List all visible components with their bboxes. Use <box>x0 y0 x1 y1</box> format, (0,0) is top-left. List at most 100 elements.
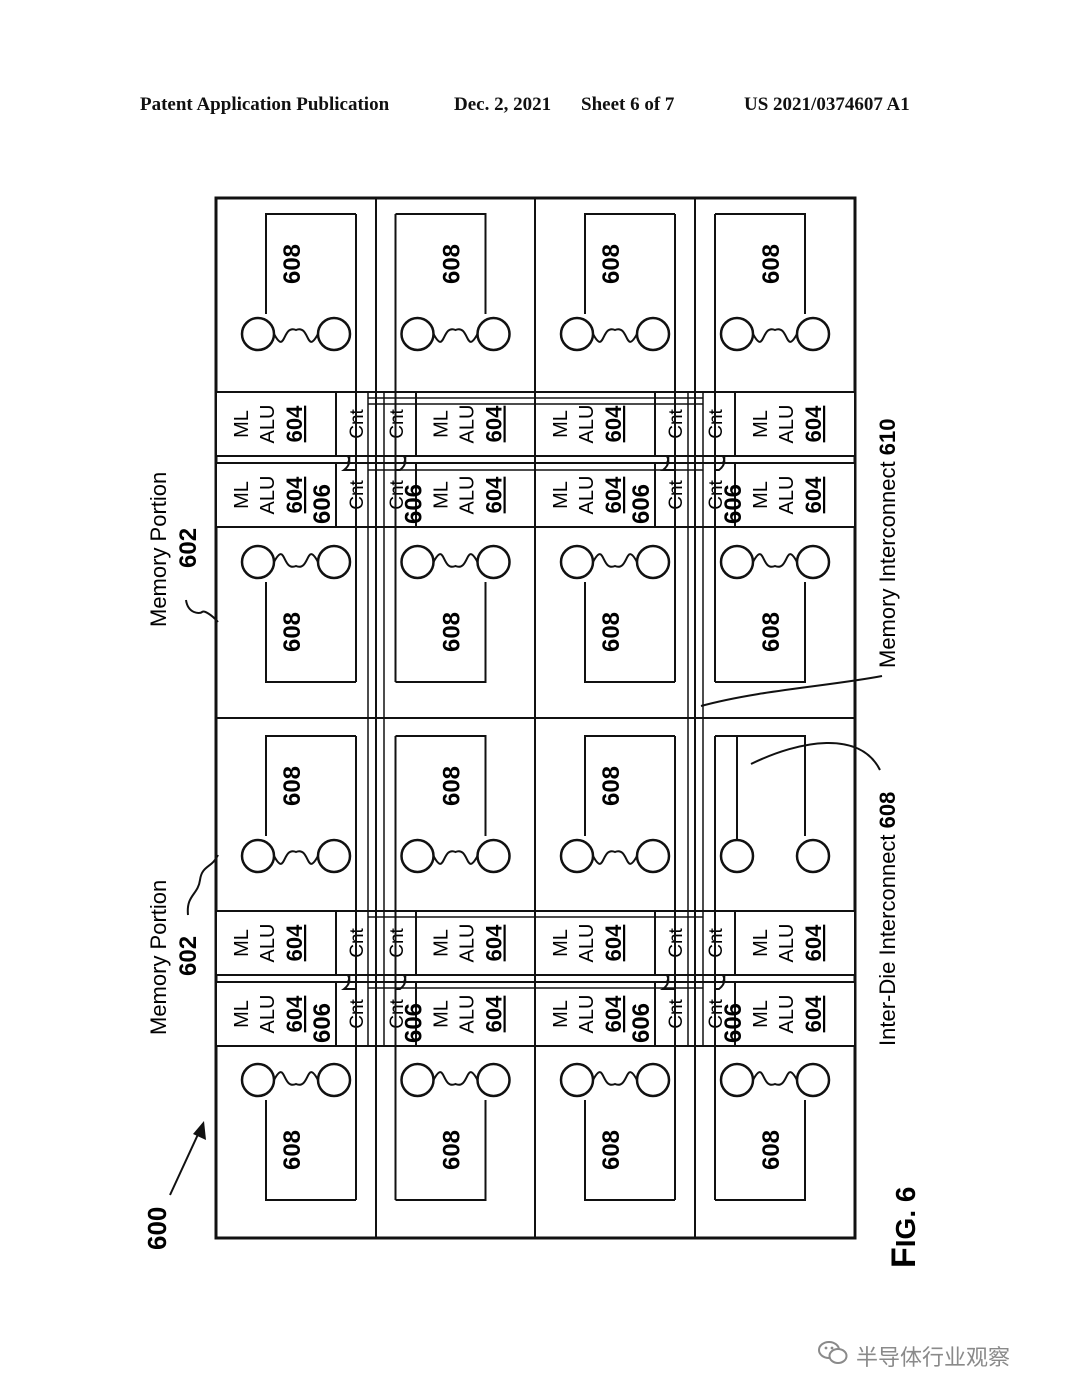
publication-date: Dec. 2, 2021 <box>454 94 552 115</box>
wire-ref: 606 <box>720 484 747 524</box>
channel-curve <box>752 553 798 568</box>
controller-label: Cnt <box>387 928 408 958</box>
channel-loop <box>584 1100 675 1201</box>
controller-label: Cnt <box>666 928 687 958</box>
channel-loop <box>584 582 675 683</box>
wire-606 <box>660 736 676 990</box>
wire-606 <box>341 214 357 471</box>
wechat-icon <box>818 1340 848 1372</box>
channel-ref: 608 <box>598 1130 625 1170</box>
channel-ref: 608 <box>758 244 785 284</box>
wire-ref: 606 <box>628 1003 655 1043</box>
channel-ref: 608 <box>439 1130 466 1170</box>
memory-cell-circle <box>400 838 435 874</box>
publication-title: Patent Application Publication <box>140 94 390 115</box>
alu-ref: 604 <box>282 476 307 513</box>
memory-cell-circle <box>559 544 595 580</box>
alu-line1: ML <box>431 1000 453 1028</box>
channel-curve <box>592 553 638 568</box>
memory-cell-circle <box>795 838 831 874</box>
channel-curve <box>752 1071 798 1086</box>
memory-cell-circle <box>240 1062 276 1098</box>
alu-line1: ML <box>550 481 572 509</box>
alu-ref: 604 <box>601 476 626 513</box>
patent-number: US 2021/0374607 A1 <box>744 94 910 115</box>
alu-line1: ML <box>750 1000 772 1028</box>
controller-label: Cnt <box>706 999 727 1029</box>
wire-606 <box>714 736 726 990</box>
alu-ref: 604 <box>601 405 626 442</box>
controller-label: Cnt <box>666 480 687 510</box>
alu-ref: 604 <box>482 995 507 1032</box>
memory-portion-label-lower: Memory Portion <box>146 880 171 1035</box>
watermark-text: 半导体行业观察 <box>856 1346 1011 1371</box>
channel-ref: 608 <box>439 612 466 652</box>
memory-cell-circle <box>400 544 435 580</box>
alu-band <box>534 981 696 1047</box>
alu-ref: 604 <box>482 476 507 513</box>
controller-label: Cnt <box>387 480 408 510</box>
memory-cell-circle <box>476 544 511 580</box>
memory-portion-ref-lower: 602 <box>175 936 202 976</box>
channel-curve <box>432 1071 479 1086</box>
alu-ref: 604 <box>601 924 626 961</box>
alu-line2: ALU <box>257 924 279 963</box>
memory-cell-circle <box>795 316 831 352</box>
channel-curve <box>432 553 479 568</box>
memory-portion-label-upper: Memory Portion <box>146 472 171 627</box>
memory-cell-circle <box>559 316 595 352</box>
channel-ref: 608 <box>279 766 306 806</box>
alu-line1: ML <box>750 410 772 438</box>
channel-loop <box>584 213 675 314</box>
controller-label: Cnt <box>706 928 727 958</box>
alu-band <box>215 391 377 457</box>
channel-curve <box>273 328 319 343</box>
figure-caption-text: IG. 6 <box>890 1187 921 1248</box>
alu-line2: ALU <box>457 924 479 963</box>
channel-curve <box>273 1071 319 1086</box>
memory-cell-circle <box>476 316 511 352</box>
channel-ref: 608 <box>279 1130 306 1170</box>
alu-ref: 604 <box>482 405 507 442</box>
wire-ref: 606 <box>720 1003 747 1043</box>
alu-ref: 604 <box>601 995 626 1032</box>
figure-ref-600: 600 <box>142 1207 172 1250</box>
memory-cell-circle <box>559 838 595 874</box>
wire-606 <box>714 214 726 471</box>
alu-line1: ML <box>231 1000 253 1028</box>
controller-label: Cnt <box>706 409 727 439</box>
memory-interconnect-label: Memory Interconnect 610 <box>875 419 900 668</box>
memory-cell-circle <box>635 544 671 580</box>
alu-line1: ML <box>431 410 453 438</box>
figure-caption: FIG. 6 <box>885 1187 923 1268</box>
channel-loop <box>265 582 356 683</box>
channel-curve <box>273 553 319 568</box>
controller-label: Cnt <box>347 480 368 510</box>
alu-line1: ML <box>231 481 253 509</box>
alu-line2: ALU <box>257 995 279 1034</box>
channel-loop <box>715 735 806 836</box>
alu-ref: 604 <box>482 924 507 961</box>
alu-ref: 604 <box>282 924 307 961</box>
alu-line2: ALU <box>457 995 479 1034</box>
memory-cell-circle <box>400 1062 435 1098</box>
memory-cell-circle <box>316 316 352 352</box>
alu-line2: ALU <box>776 995 798 1034</box>
wire-ref: 606 <box>309 484 336 524</box>
wire-ref: 606 <box>309 1003 336 1043</box>
memory-interconnect-leader <box>700 675 883 707</box>
channel-curve <box>273 850 319 865</box>
alu-ref: 604 <box>282 405 307 442</box>
channel-loop <box>715 213 806 314</box>
channel-ref: 608 <box>279 244 306 284</box>
alu-band <box>694 981 856 1047</box>
memory-cell-circle <box>635 838 671 874</box>
alu-ref: 604 <box>801 405 826 442</box>
alu-ref: 604 <box>282 995 307 1032</box>
